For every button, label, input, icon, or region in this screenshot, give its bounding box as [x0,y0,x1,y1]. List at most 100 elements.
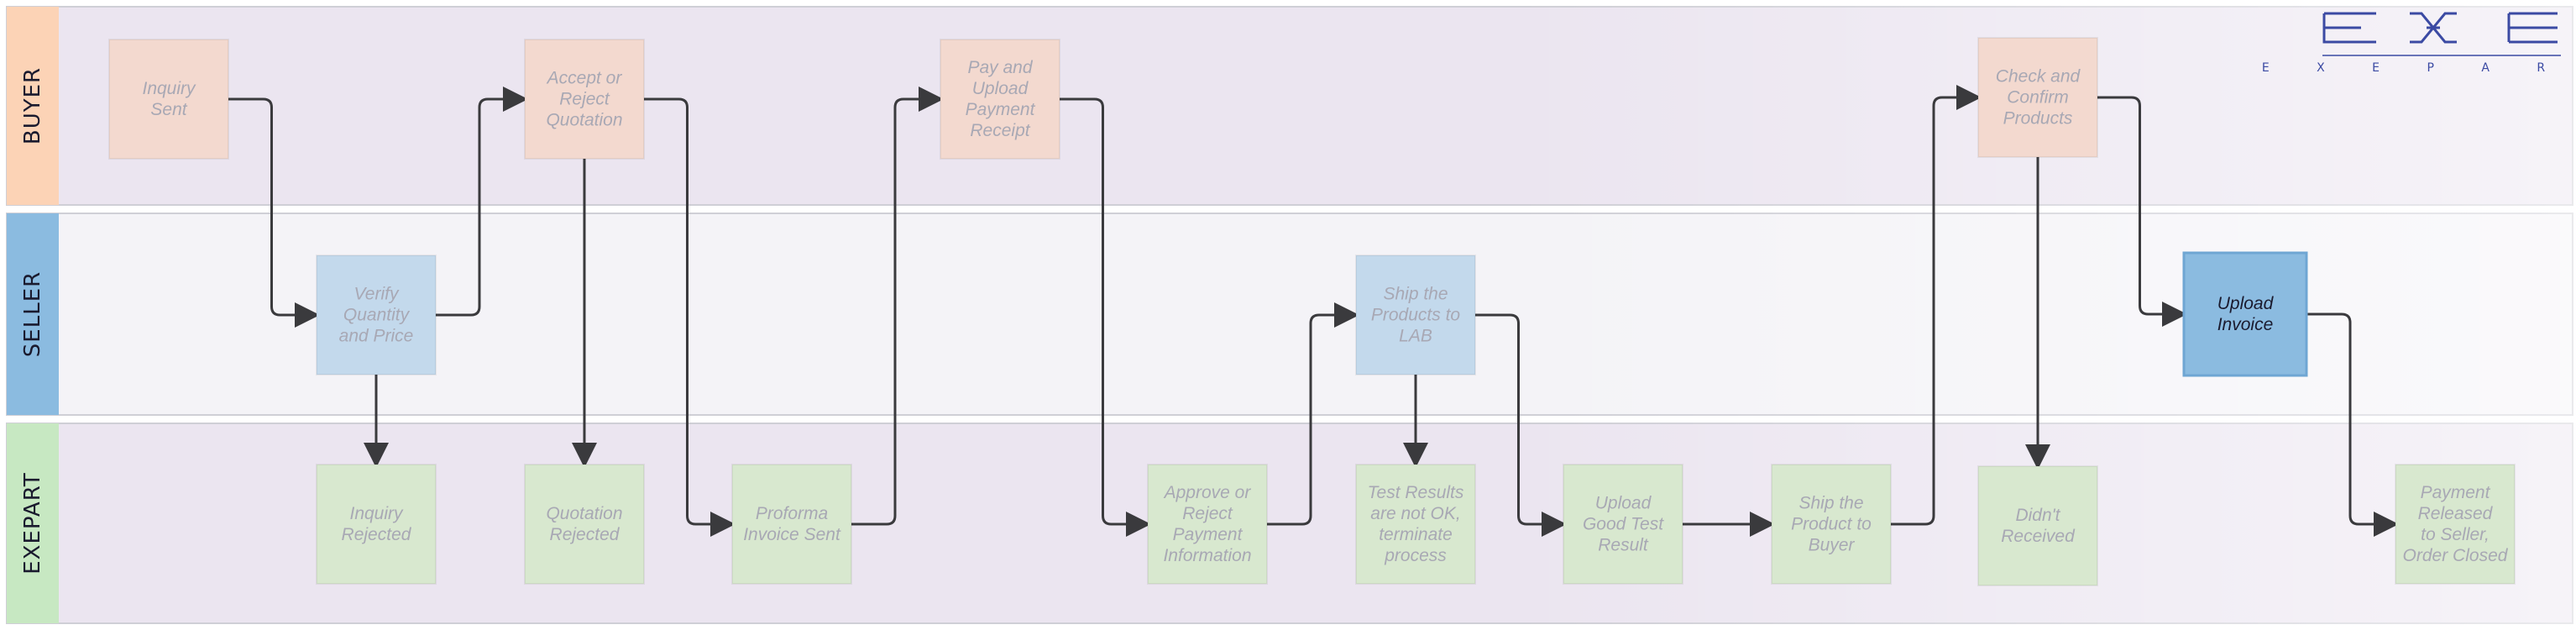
node-box [731,464,852,585]
edge-pay-upload-receipt-to-approve-reject-payment [1060,97,1151,537]
node-label-line: Information [1163,546,1251,565]
node-box [1355,464,1476,585]
edge-ship-product-buyer-to-check-confirm-products [1891,85,1982,526]
node-label-line: Quantity [343,306,411,325]
node-label-line: Proforma [756,504,828,523]
node-label-line: Upload [2217,294,2275,313]
exepart-logo: E X E P A R T [2262,12,2576,75]
node-box [1977,465,2098,586]
lane-label-seller: SELLER [20,271,45,357]
node-label-line: Didn't [2015,506,2060,525]
logo-letter-x [2410,12,2457,44]
logo-letter-e-right [2507,12,2558,44]
logo-letter-e-left [2322,12,2376,44]
node-label-line: Upload [1595,494,1652,513]
edge-proforma-invoice-sent-to-pay-upload-receipt [851,87,944,526]
node-label-line: Quotation [546,504,622,523]
node-test-results-not-ok[interactable]: Test Results are not OK, terminate process [1355,464,1476,585]
node-label-line: Invoice [2217,315,2274,334]
node-label-line: Inquiry [142,79,196,98]
edge-accept-reject-quotation-to-proforma-invoice-sent [644,97,736,537]
node-label-line: Test Results [1368,483,1464,502]
lane-label-buyer: BUYER [20,67,45,144]
node-label-line: Buyer [1809,536,1856,555]
node-label-line: Payment [2421,483,2491,502]
node-label-line: Inquiry [349,504,404,523]
node-label-line: Verify [354,285,400,304]
node-box [2182,251,2308,377]
node-label-line: Reject [1182,504,1233,523]
node-box [524,464,645,585]
edge-check-confirm-products-to-upload-invoice [2097,96,2187,327]
node-label-line: Approve or [1163,483,1252,502]
node-box [1771,464,1892,585]
node-box [1563,464,1683,585]
node-label-line: Received [2001,527,2076,546]
node-box [1977,37,2098,158]
edge-inquiry-sent-to-verify-quantity-price [228,97,320,328]
node-label-line: Payment [1173,525,1243,544]
node-label-line: LAB [1399,327,1432,346]
lane-label-exepart: EXEPART [20,472,45,575]
edge-upload-invoice-to-payment-released [2306,312,2399,537]
node-box [940,39,1060,160]
node-box [1147,464,1268,585]
node-label-line: Result [1598,536,1649,555]
node-label-line: Rejected [342,525,412,544]
lane-header-buyer [7,7,59,205]
node-box [316,255,437,375]
node-label-line: Reject [559,90,610,109]
edge-verify-quantity-price-to-accept-reject-quotation [436,87,528,317]
node-label-line: Product to [1791,515,1872,534]
lane-header-seller [7,213,59,415]
node-label-line: Receipt [970,121,1030,140]
node-label-line: Good Test [1583,515,1664,534]
node-box [108,39,229,160]
node-label-line: Rejected [550,525,620,544]
edge-ship-products-lab-to-upload-good-test-result [1475,313,1567,537]
node-label-line: Payment [966,100,1036,119]
node-label-line: Upload [972,79,1029,98]
node-label-line: Order Closed [2403,546,2509,565]
node-label-line: Confirm [2007,88,2069,108]
node-box [524,39,645,160]
node-label-line: Check and [1996,67,2081,87]
node-label-line: process [1384,546,1447,565]
edge-approve-reject-payment-to-ship-products-lab [1267,302,1359,526]
node-label-line: terminate [1379,525,1453,544]
node-label-line: Sent [150,100,187,119]
node-box [316,464,437,585]
node-label-line: Ship the [1798,494,1863,513]
node-label-line: Ship the [1383,285,1448,304]
node-label-line: and Price [339,327,414,346]
node-label-line: Products [2003,109,2073,129]
node-label-line: Pay and [967,58,1033,77]
node-label-line: are not OK, [1370,504,1460,523]
lane-header-exepart [7,423,59,623]
node-box [1355,255,1476,375]
node-label-line: Invoice Sent [743,525,841,544]
node-label-line: Products to [1371,306,1461,325]
node-label-line: Released [2418,504,2494,523]
node-label-line: Accept or [546,69,623,88]
node-label-line: Quotation [546,111,622,130]
logo-wordmark: E X E P A R T [2262,61,2576,75]
node-label-line: to Seller, [2421,525,2490,544]
node-box [2395,464,2516,585]
